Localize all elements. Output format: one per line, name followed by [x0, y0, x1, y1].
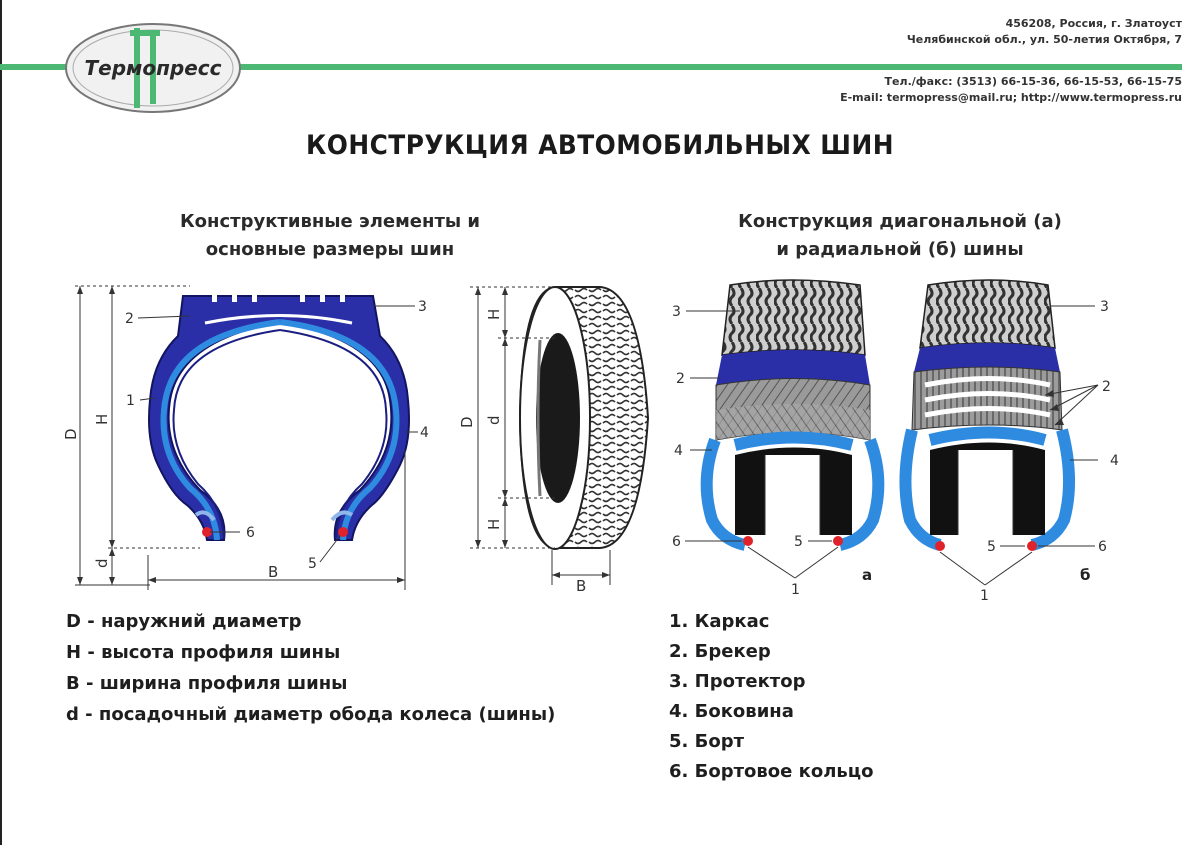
left-callout-6: 6 [246, 525, 255, 541]
radial-callout-2: 2 [1102, 379, 1111, 395]
diag-callout-2: 2 [676, 371, 685, 387]
parts-legend-item: 1. Каркас [669, 611, 770, 632]
diag-callout-4: 4 [674, 443, 683, 459]
radial-callout-5: 5 [987, 539, 996, 555]
left-subtitle-line-1: Конструктивные элементы и [179, 211, 481, 232]
parts-legend-item: 5. Борт [669, 731, 745, 752]
radial-callout-1: 1 [980, 588, 989, 604]
side-dim-D: D [458, 416, 476, 428]
right-subtitle-line-2: и радиальной (б) шины [776, 239, 1024, 260]
header-stripe-right [238, 64, 1182, 70]
side-dim-H-top: H [485, 309, 503, 320]
diag-bead-left [743, 536, 753, 546]
parts-legend-item: 2. Брекер [669, 641, 771, 662]
dim-label-H: H [93, 414, 111, 425]
left-subtitle-line-2: основные размеры шин [205, 239, 455, 260]
bead-ring-left [202, 527, 212, 537]
left-callout-1: 1 [126, 393, 135, 409]
logo-text: Термопресс [84, 56, 221, 80]
email-line: E-mail: termopress@mail.ru; http://www.t… [840, 91, 1182, 104]
header-stripe-left [0, 64, 72, 70]
label-b: б [1080, 566, 1090, 584]
diag-callout-3: 3 [672, 304, 681, 320]
dimension-legend-item: D - наружний диаметр [66, 611, 302, 632]
dimension-legend-item: B - ширина профиля шины [66, 673, 348, 694]
side-dim-B: B [576, 577, 586, 595]
diag-callout-6: 6 [672, 534, 681, 550]
dim-label-B: B [268, 563, 278, 581]
side-view-drawing: D H d H B [458, 286, 650, 595]
radial-tire-drawing: 3 2 4 5 6 1 б [899, 279, 1119, 604]
dimension-legend-item: d - посадочный диаметр обода колеса (шин… [66, 704, 556, 725]
radial-callout-4: 4 [1110, 453, 1119, 469]
page-title: КОНСТРУКЦИЯ АВТОМОБИЛЬНЫХ ШИН [306, 130, 894, 161]
address-line-2: Челябинской обл., ул. 50-летия Октября, … [906, 33, 1182, 46]
radial-callout-3: 3 [1100, 299, 1109, 315]
company-address: 456208, Россия, г. Златоуст Челябинской … [907, 16, 1182, 48]
dim-label-D: D [62, 428, 80, 440]
radial-callout-6: 6 [1098, 539, 1107, 555]
left-callout-4: 4 [420, 425, 429, 441]
cross-section-drawing: D H d B 2 3 1 4 6 5 [62, 285, 429, 590]
left-callout-2: 2 [125, 311, 134, 327]
left-callout-5: 5 [308, 556, 317, 572]
diag-bead-right [833, 536, 843, 546]
parts-legend-item: 3. Протектор [669, 671, 806, 692]
parts-legend-item: 4. Боковина [669, 701, 794, 722]
radial-bead-right [1027, 541, 1037, 551]
company-contacts: Тел./факс: (3513) 66-15-36, 66-15-53, 66… [840, 74, 1182, 106]
left-subtitle: Конструктивные элементы и основные разме… [150, 208, 510, 264]
page-border [0, 0, 2, 845]
phone-line: Тел./факс: (3513) 66-15-36, 66-15-53, 66… [884, 75, 1182, 88]
right-subtitle: Конструкция диагональной (а) и радиально… [700, 208, 1100, 264]
side-dim-d: d [485, 415, 503, 425]
dimension-legend-item: H - высота профиля шины [66, 642, 341, 663]
right-subtitle-line-1: Конструкция диагональной (а) [738, 211, 1062, 232]
bead-ring-right [338, 527, 348, 537]
address-line-1: 456208, Россия, г. Златоуст [1005, 17, 1182, 30]
radial-bead-left [935, 541, 945, 551]
diag-callout-5: 5 [794, 534, 803, 550]
company-logo: Термопресс [65, 23, 241, 113]
side-dim-H-bottom: H [485, 519, 503, 530]
diag-callout-1: 1 [791, 582, 800, 598]
parts-legend-item: 6. Бортовое кольцо [669, 761, 874, 782]
label-a: а [862, 566, 872, 584]
dim-label-d: d [93, 558, 111, 568]
diagonal-tire-drawing: 3 2 4 6 5 1 а [672, 279, 885, 598]
left-callout-3: 3 [418, 299, 427, 315]
